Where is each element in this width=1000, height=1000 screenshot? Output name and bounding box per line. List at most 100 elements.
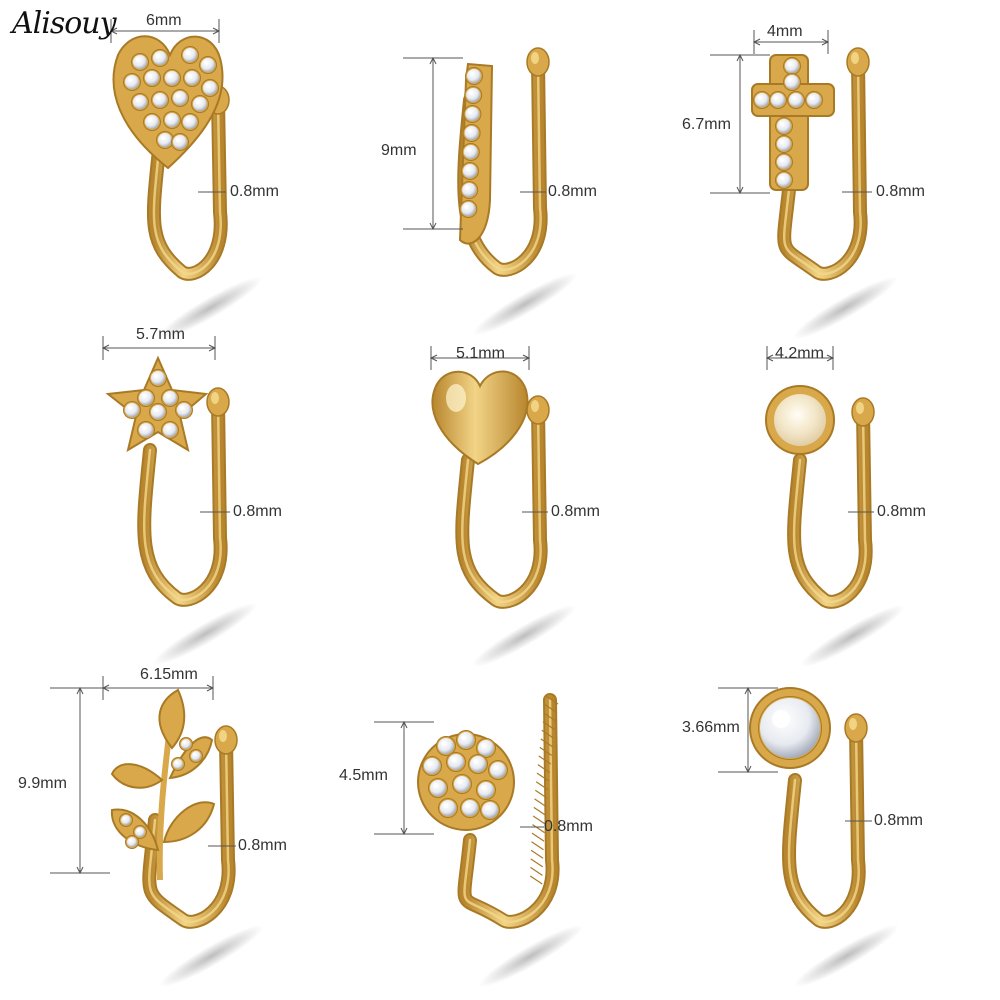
heart-plain-shine xyxy=(446,384,466,412)
heart-cz-stone-8-sparkle xyxy=(205,83,210,88)
heart-cz-stone-16 xyxy=(158,133,172,147)
heart-cz-stone-2 xyxy=(183,48,197,62)
cross-cz-height-label: 6.7mm xyxy=(682,116,731,133)
bar-cz-stone-0-sparkle xyxy=(469,71,474,76)
flower-stone-2-sparkle xyxy=(481,743,486,748)
flower-stone-1 xyxy=(458,732,474,748)
star-cz-stone-1 xyxy=(139,391,153,405)
flower-stone-5-sparkle xyxy=(473,759,478,764)
heart-cz-stone-7 xyxy=(185,71,199,85)
flower-twist-20 xyxy=(530,866,543,876)
bar-cz-stone-6 xyxy=(462,183,477,197)
flower-twist-7 xyxy=(538,755,552,765)
bar-cz-stone-4 xyxy=(463,145,478,159)
heart-cz-wire-label: 0.8mm xyxy=(230,183,279,200)
heart-cz-stone-2-sparkle xyxy=(185,50,190,56)
cross-cz-stone-9-sparkle xyxy=(779,175,785,180)
heart-cz-stone-12 xyxy=(193,97,207,111)
bar-cz-stone-1 xyxy=(466,88,481,102)
cross-cz-width-dim-arrow-start xyxy=(752,38,761,46)
star-cz-stone-3-sparkle xyxy=(127,405,132,410)
cross-cz-stone-1-sparkle xyxy=(787,77,793,82)
star-cz-width-dim-arrow-end xyxy=(208,344,217,352)
leaf-stone-3-sparkle xyxy=(123,817,126,820)
cross-cz-height-dim-arrow-start xyxy=(736,53,744,62)
cross-cz-width-label: 4mm xyxy=(767,23,803,40)
star-cz-stone-5 xyxy=(177,403,191,417)
bar-cz-stone-1-sparkle xyxy=(469,90,474,95)
bar-cz-height-label: 9mm xyxy=(381,142,417,159)
bar-cz-stone-3 xyxy=(464,126,479,140)
opal-shadow xyxy=(800,604,905,668)
heart-cz-stone-5 xyxy=(145,71,159,85)
leaf-stone-4 xyxy=(135,827,145,837)
opal-wire-label: 0.8mm xyxy=(877,503,926,520)
leaf-stone-4-sparkle xyxy=(137,829,140,832)
flower-twist-14 xyxy=(532,815,546,825)
round-cz-ball-shine xyxy=(849,718,857,730)
flower-twist-10 xyxy=(535,781,549,791)
leaf-stone-1 xyxy=(191,751,201,761)
leaf-wire-highlight xyxy=(148,738,230,923)
heart-plain-ball-shine xyxy=(531,400,539,412)
flower-stone-5 xyxy=(470,756,486,772)
cross-cz-stone-8-sparkle xyxy=(779,157,785,162)
heart-plain-shadow xyxy=(471,604,577,668)
heart-cz-stone-0-sparkle xyxy=(135,57,140,63)
heart-cz-stone-7-sparkle xyxy=(187,73,192,78)
leaf-stone-1-sparkle xyxy=(193,753,196,756)
star-cz-wire-label: 0.8mm xyxy=(233,503,282,520)
leaf-ball-end xyxy=(214,725,238,755)
heart-plain-wire-highlight xyxy=(461,408,542,603)
cross-cz-stone-7 xyxy=(777,137,791,151)
flower-wire-label: 0.8mm xyxy=(544,818,593,835)
heart-cz-stone-6-sparkle xyxy=(167,73,172,78)
heart-cz-stone-11 xyxy=(173,91,187,105)
leaf-stone-2 xyxy=(173,759,183,769)
heart-cz-shadow xyxy=(157,276,263,340)
flower-stone-6 xyxy=(490,762,506,778)
cross-cz-width-dim-arrow-end xyxy=(821,38,830,46)
bar-cz-ball-end xyxy=(526,47,550,77)
leaf-right-lower xyxy=(162,801,216,844)
bar-cz-stone-5-sparkle xyxy=(465,166,470,171)
round-cz-stone xyxy=(760,698,820,758)
star-cz-stone-6-sparkle xyxy=(141,425,146,430)
flower-twist-6 xyxy=(539,746,553,756)
cross-cz-ball-end xyxy=(846,47,870,77)
flower-stone-12-sparkle xyxy=(485,805,490,810)
heart-cz-stone-14-sparkle xyxy=(167,115,172,120)
bar-cz-shadow xyxy=(472,272,578,336)
star-cz-stone-2-sparkle xyxy=(165,393,170,398)
cross-cz-stone-9 xyxy=(777,173,791,187)
star-cz-stone-0 xyxy=(151,371,165,385)
leaf-wire-label: 0.8mm xyxy=(238,837,287,854)
flower-height-label: 4.5mm xyxy=(339,767,388,784)
flower-twist-2 xyxy=(543,712,557,722)
flower-stone-8-sparkle xyxy=(457,779,462,784)
round-cz-wire-label: 0.8mm xyxy=(874,812,923,829)
cross-cz-shadow xyxy=(792,276,898,340)
heart-cz-stone-12-sparkle xyxy=(195,99,200,104)
heart-cz-wire-highlight xyxy=(152,98,222,275)
flower-stone-0-sparkle xyxy=(441,741,446,746)
bar-cz-height-dim-arrow-end xyxy=(429,222,437,231)
flower-stone-4-sparkle xyxy=(451,757,456,762)
bar-cz-stone-5 xyxy=(463,164,477,178)
cross-cz-wire-highlight xyxy=(782,60,862,275)
flower-stone-3 xyxy=(424,758,440,774)
heart-cz-width-dim-arrow-end xyxy=(212,27,221,35)
flower-twist-1 xyxy=(544,704,558,714)
heart-cz-stone-13-sparkle xyxy=(147,117,152,122)
flower-twist-9 xyxy=(536,772,550,782)
flower-twist-19 xyxy=(530,858,544,868)
bar-cz-wire-label: 0.8mm xyxy=(548,183,597,200)
heart-cz-stone-0 xyxy=(133,55,147,69)
cross-cz-stone-6 xyxy=(777,119,791,133)
flower-stone-10 xyxy=(440,800,456,816)
star-cz-ball-end xyxy=(206,387,230,417)
cross-cz-stone-4-sparkle xyxy=(791,95,797,100)
leaf-stone-5 xyxy=(127,837,137,847)
heart-cz-stone-9-sparkle xyxy=(135,97,140,102)
